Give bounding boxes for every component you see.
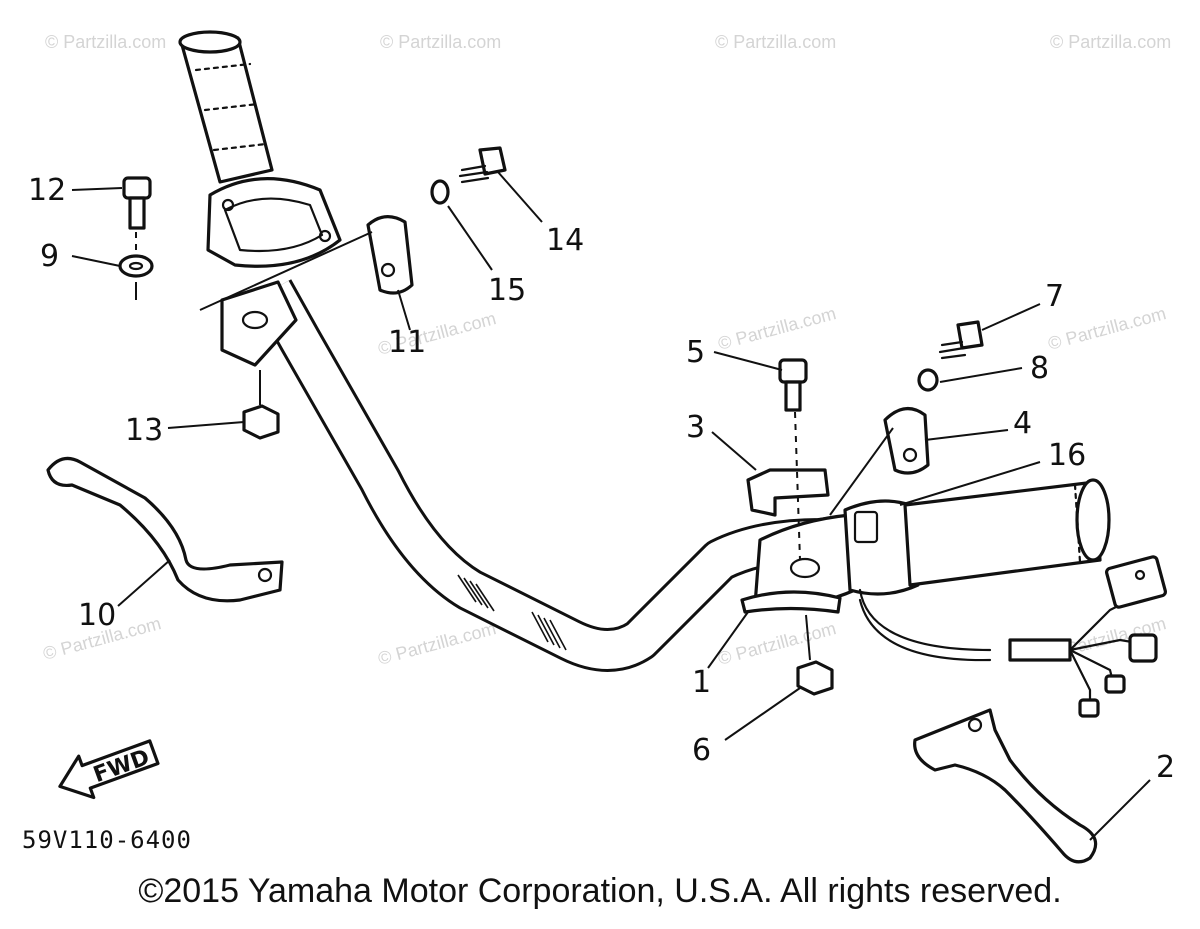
callout-8: 8 — [1030, 351, 1049, 386]
watermark: © Partzilla.com — [716, 303, 838, 354]
washer-15 — [430, 179, 450, 205]
clamp-11 — [366, 215, 414, 295]
watermark: © Partzilla.com — [380, 32, 501, 52]
callout-10: 10 — [78, 598, 116, 633]
callout-13: 13 — [125, 413, 163, 448]
clutch-lever — [46, 456, 284, 603]
callout-16: 16 — [1048, 438, 1086, 473]
watermark: © Partzilla.com — [715, 32, 836, 52]
clamp-4 — [883, 407, 930, 475]
washer-8 — [917, 368, 939, 392]
watermark: © Partzilla.com — [376, 618, 498, 669]
assembly-lines — [135, 231, 894, 661]
bracket-1 — [740, 590, 842, 614]
watermark: © Partzilla.com — [45, 32, 166, 52]
screw-7 — [938, 320, 984, 360]
fwd-arrow: FWD — [58, 739, 160, 800]
leader-lines — [71, 171, 1151, 841]
drawing-number: 59V110-6400 — [22, 826, 192, 854]
callout-6: 6 — [692, 733, 711, 768]
watermark: © Partzilla.com — [1046, 303, 1168, 354]
callout-9: 9 — [40, 239, 59, 274]
knurl-band — [457, 574, 567, 651]
callout-4: 4 — [1013, 406, 1032, 441]
watermark: © Partzilla.com — [1050, 32, 1171, 52]
callout-7: 7 — [1045, 279, 1064, 314]
callout-3: 3 — [686, 410, 705, 445]
callout-11: 11 — [388, 325, 426, 360]
brake-lever — [913, 708, 1098, 864]
nut-6 — [796, 660, 834, 696]
bolt-5 — [778, 358, 808, 412]
callout-15: 15 — [488, 273, 526, 308]
holder-3 — [746, 468, 830, 517]
callout-labels: 1 2 3 4 5 6 7 8 9 10 11 12 13 14 15 16 — [28, 173, 1175, 785]
throttle-grip — [178, 30, 342, 367]
callout-5: 5 — [686, 335, 705, 370]
copyright-notice: ©2015 Yamaha Motor Corporation, U.S.A. A… — [138, 872, 1062, 910]
callout-12: 12 — [28, 173, 66, 208]
screw-14 — [458, 146, 507, 184]
washer-9 — [118, 254, 154, 278]
nut-13 — [242, 404, 280, 440]
callout-14: 14 — [546, 223, 584, 258]
watermark: © Partzilla.com — [716, 618, 838, 669]
callout-2: 2 — [1156, 750, 1175, 785]
callout-1: 1 — [692, 665, 711, 700]
bolt-12 — [122, 176, 152, 230]
